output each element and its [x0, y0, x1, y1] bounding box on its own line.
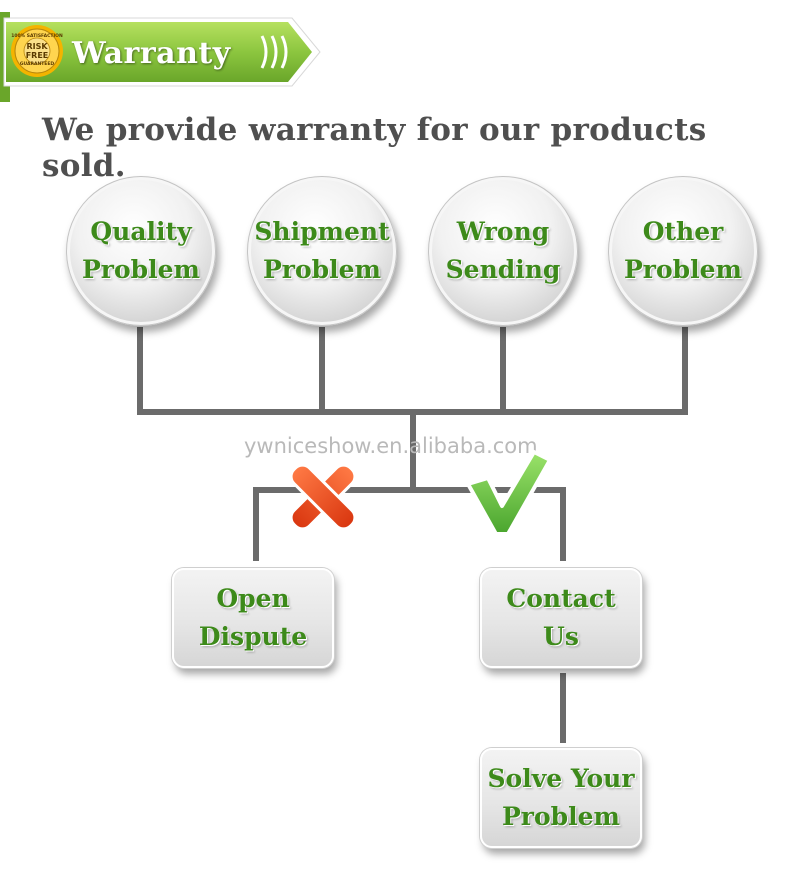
label-line1: Contact — [506, 584, 616, 613]
label-line1: Other — [642, 217, 724, 246]
watermark: ywniceshow.en.alibaba.com — [244, 434, 538, 458]
label-line1: Shipment — [254, 217, 390, 246]
banner-title: Warranty — [72, 36, 231, 71]
label-line2: Problem — [624, 255, 742, 284]
label-line1: Open — [216, 584, 290, 613]
seal-free-text: FREE — [25, 51, 49, 60]
label-line2: Dispute — [198, 622, 308, 651]
box-solve-your-problem: Solve Your Problem — [480, 748, 642, 848]
circle-quality-problem: Quality Problem — [66, 176, 216, 326]
circle-shipment-problem: Shipment Problem — [247, 176, 397, 326]
label-line1: Solve Your — [487, 764, 635, 793]
seal-bottom-text: GUARANTEED — [19, 62, 55, 67]
seal-risk-text: RISK — [26, 42, 48, 51]
label-line2: Problem — [82, 255, 200, 284]
check-icon — [466, 450, 552, 536]
label-line2: Us — [543, 622, 579, 651]
circle-wrong-sending: Wrong Sending — [428, 176, 578, 326]
circle-other-problem: Other Problem — [608, 176, 758, 326]
box-contact-us: Contact Us — [480, 568, 642, 668]
satisfaction-seal-icon: 100% SATISFACTION RISK FREE GUARANTEED — [10, 24, 64, 78]
chevrons-icon — [260, 35, 288, 69]
cross-icon — [289, 463, 357, 531]
label-line1: Wrong — [456, 217, 550, 246]
label-line2: Problem — [502, 802, 620, 831]
warranty-banner: 100% SATISFACTION RISK FREE GUARANTEED W… — [0, 12, 330, 104]
banner-shape — [0, 12, 321, 102]
label-line1: Quality — [90, 217, 192, 246]
box-open-dispute: Open Dispute — [172, 568, 334, 668]
seal-top-text: 100% SATISFACTION — [11, 34, 63, 39]
label-line2: Problem — [263, 255, 381, 284]
headline: We provide warranty for our products sol… — [42, 112, 707, 184]
label-line2: Sending — [445, 255, 561, 284]
